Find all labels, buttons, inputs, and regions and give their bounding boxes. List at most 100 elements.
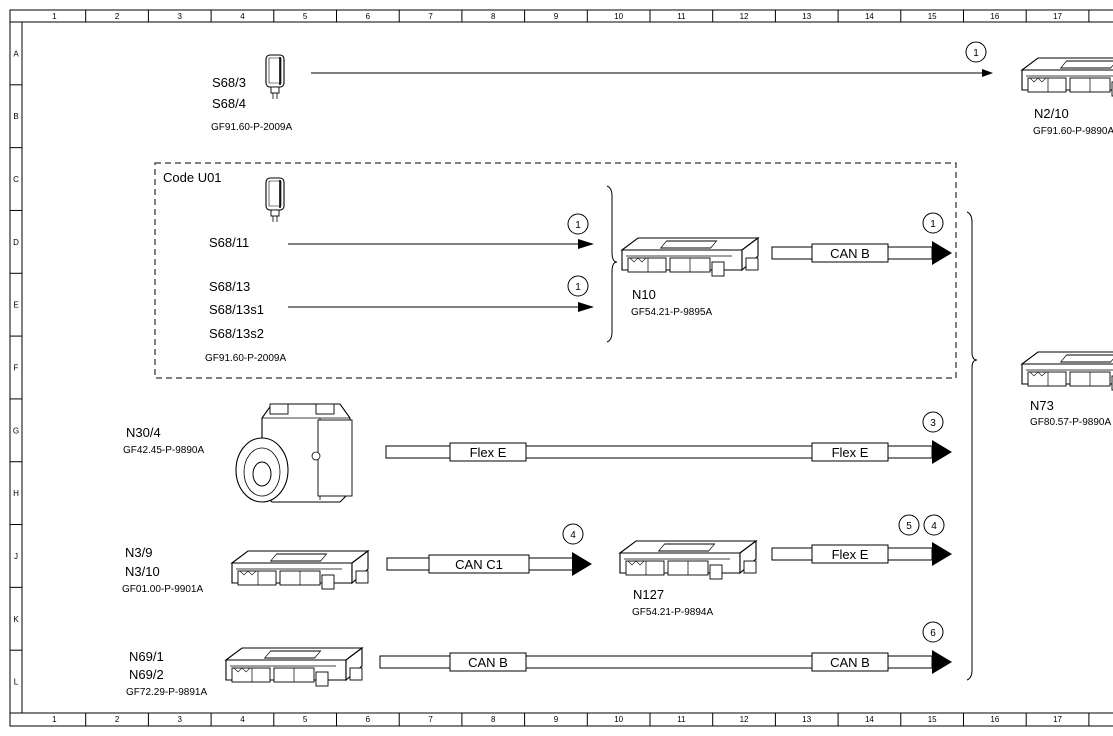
arrow-head <box>932 440 952 464</box>
column-number-1: 1 <box>52 12 57 21</box>
row-letter-A: A <box>13 49 19 58</box>
column-number-16: 16 <box>990 12 999 21</box>
marker-circle <box>923 514 945 536</box>
row-letter-L: L <box>14 678 19 687</box>
bus-label-box <box>449 442 527 462</box>
esp-hydraulic-unit-icon <box>235 403 353 503</box>
ref-n127: GF54.21-P-9894A <box>632 607 713 618</box>
column-number-17: 17 <box>1053 12 1062 21</box>
bus-label-box <box>811 243 889 263</box>
label-n2-10: N2/10 <box>1034 106 1069 121</box>
column-number-4: 4 <box>240 12 245 21</box>
label-n10: N10 <box>632 287 656 302</box>
label-n30-4: N30/4 <box>126 425 161 440</box>
control-unit-icon <box>1021 57 1113 97</box>
label-n69-2: N69/2 <box>129 667 164 682</box>
bus-flex-e: Flex E <box>832 445 869 460</box>
arrow-head <box>932 650 952 674</box>
column-number-1: 1 <box>52 715 57 724</box>
sheet-border <box>9 9 1113 727</box>
column-number-14: 14 <box>865 12 874 21</box>
label-s68-13s1: S68/13s1 <box>209 302 264 317</box>
ref-n3: GF01.00-P-9901A <box>122 584 203 595</box>
marker-1: 1 <box>575 282 581 293</box>
row-letter-F: F <box>14 364 19 373</box>
row-letter-G: G <box>13 426 19 435</box>
label-s68-11: S68/11 <box>209 235 249 250</box>
column-number-12: 12 <box>740 715 749 724</box>
ref-s68-3: GF91.60-P-2009A <box>211 122 292 133</box>
bus-flex-e: Flex E <box>832 547 869 562</box>
label-s68-4: S68/4 <box>212 96 246 111</box>
bus-can-b: CAN B <box>830 655 870 670</box>
column-number-13: 13 <box>802 12 811 21</box>
column-number-8: 8 <box>491 12 496 21</box>
column-number-15: 15 <box>928 715 937 724</box>
marker-circle <box>567 275 589 297</box>
marker-circle <box>965 41 987 63</box>
arrow-head <box>932 241 952 265</box>
marker-1: 1 <box>575 220 581 231</box>
ref-n73: GF80.57-P-9890A <box>1030 417 1111 428</box>
column-number-13: 13 <box>802 715 811 724</box>
bus-label-box <box>811 652 889 672</box>
bus-flex-e: Flex E <box>470 445 507 460</box>
column-number-3: 3 <box>178 715 183 724</box>
marker-4: 4 <box>570 530 576 541</box>
seat-belt-buckle-icon <box>265 54 285 100</box>
label-n127: N127 <box>633 587 664 602</box>
ref-s68-13: GF91.60-P-2009A <box>205 353 286 364</box>
column-number-8: 8 <box>491 715 496 724</box>
column-number-6: 6 <box>366 12 371 21</box>
label-n3-10: N3/10 <box>125 564 160 579</box>
arrow-head <box>572 552 592 576</box>
column-number-7: 7 <box>428 12 433 21</box>
label-s68-3: S68/3 <box>212 75 246 90</box>
marker-6: 6 <box>930 628 936 639</box>
label-n69-1: N69/1 <box>129 649 164 664</box>
bracket <box>966 211 978 681</box>
control-unit-icon <box>231 550 369 590</box>
column-number-11: 11 <box>677 12 686 21</box>
marker-circle <box>922 621 944 643</box>
row-letter-B: B <box>13 112 18 121</box>
arrow-head <box>982 69 993 77</box>
bus-can-c1: CAN C1 <box>455 557 503 572</box>
code-box-label: Code U01 <box>163 170 222 185</box>
ref-n30-4: GF42.45-P-9890A <box>123 445 204 456</box>
column-number-15: 15 <box>928 12 937 21</box>
column-number-9: 9 <box>554 715 559 724</box>
control-unit-icon <box>1021 351 1113 391</box>
marker-3: 3 <box>930 418 936 429</box>
row-letter-J: J <box>14 552 18 561</box>
column-number-10: 10 <box>614 12 623 21</box>
marker-5: 5 <box>906 521 912 532</box>
label-n3-9: N3/9 <box>125 545 152 560</box>
control-unit-icon <box>225 647 363 687</box>
bus-label-box <box>428 554 530 574</box>
marker-circle <box>922 212 944 234</box>
bus-can-b: CAN B <box>468 655 508 670</box>
ref-n69: GF72.29-P-9891A <box>126 687 207 698</box>
label-s68-13s2: S68/13s2 <box>209 326 264 341</box>
bus-label-box <box>811 544 889 564</box>
column-number-3: 3 <box>178 12 183 21</box>
column-number-6: 6 <box>366 715 371 724</box>
column-number-14: 14 <box>865 715 874 724</box>
label-s68-13: S68/13 <box>209 279 250 294</box>
marker-circle <box>562 523 584 545</box>
marker-circle <box>567 213 589 235</box>
row-letter-D: D <box>13 238 19 247</box>
row-letter-C: C <box>13 175 19 184</box>
column-number-5: 5 <box>303 12 308 21</box>
column-number-7: 7 <box>428 715 433 724</box>
bus-label-box <box>811 442 889 462</box>
marker-circle <box>898 514 920 536</box>
ref-n10: GF54.21-P-9895A <box>631 307 712 318</box>
control-unit-icon <box>619 540 757 580</box>
code-u01-box <box>154 162 957 379</box>
arrow-head <box>932 542 952 566</box>
